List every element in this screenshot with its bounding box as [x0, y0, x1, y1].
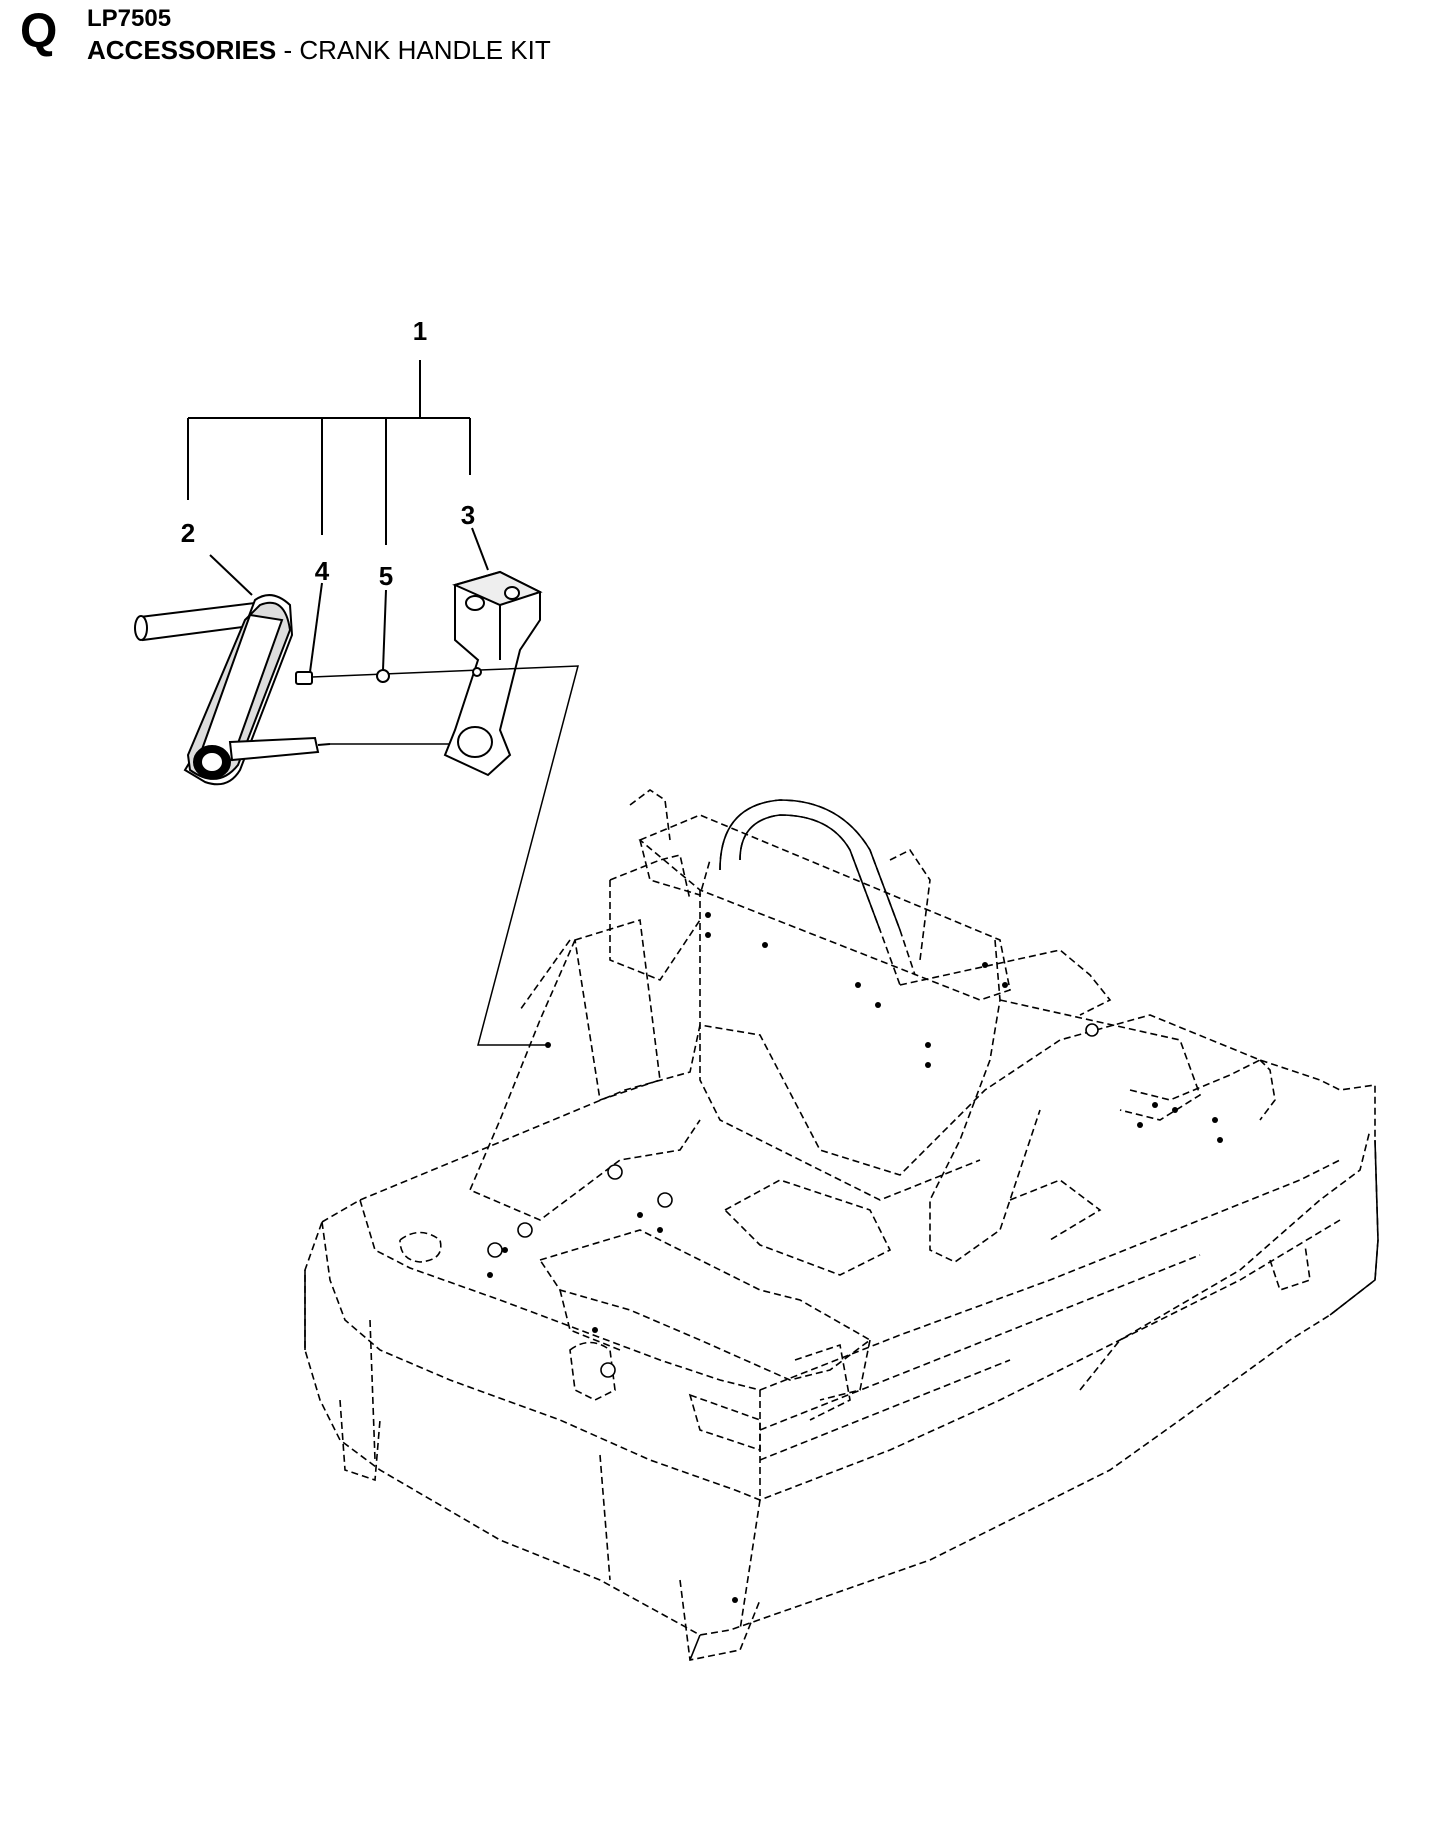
page-title: ACCESSORIES - CRANK HANDLE KIT: [87, 36, 551, 64]
frame-solid-accents: [304, 799, 1379, 1661]
section-letter: Q: [20, 5, 58, 58]
category-label: ACCESSORIES: [87, 35, 277, 65]
mounting-bracket-part: [443, 527, 543, 777]
callout-5: 5: [379, 561, 393, 591]
machine-frame-outline: [304, 789, 1379, 1661]
callout-1: 1: [413, 316, 427, 346]
crank-handle-part: [134, 554, 455, 786]
kit-name: CRANK HANDLE KIT: [299, 35, 551, 65]
title-separator: -: [276, 35, 300, 65]
frame-nuts: [487, 1023, 1099, 1378]
callout-3: 3: [461, 500, 475, 530]
callout-2: 2: [181, 518, 195, 548]
model-number: LP7505: [87, 5, 172, 32]
frame-fasteners: [487, 912, 1223, 1603]
screw-part: [295, 582, 481, 685]
callout-leader-lines: [187, 360, 471, 545]
callout-4: 4: [315, 556, 330, 586]
washer-part: [376, 589, 390, 683]
assembly-line: [477, 665, 579, 1046]
callout-2-leader: [209, 554, 253, 596]
